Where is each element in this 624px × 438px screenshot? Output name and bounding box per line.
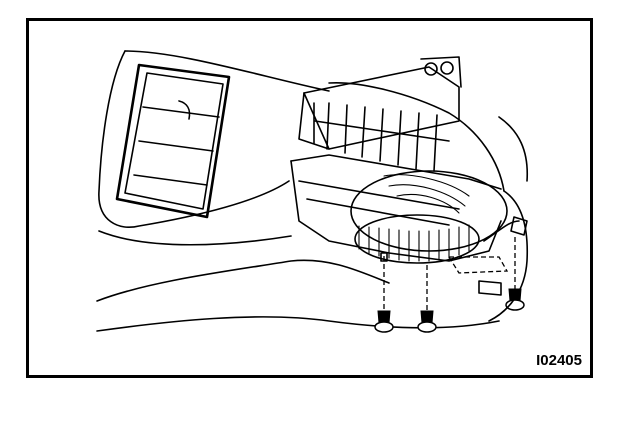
blower-removal-illustration [96,50,529,333]
screw-center [417,265,437,333]
wire-harness [447,116,529,296]
screw-left [374,252,394,333]
dashboard-outline [96,50,505,332]
side-trim [488,190,529,322]
illustration-frame: I02405 [26,18,593,378]
screw-right [505,237,525,311]
blower-case-upper [298,56,462,172]
figure-id-label: I02405 [536,352,582,369]
air-vent-grille [115,63,231,219]
blower-motor-housing [290,154,508,264]
